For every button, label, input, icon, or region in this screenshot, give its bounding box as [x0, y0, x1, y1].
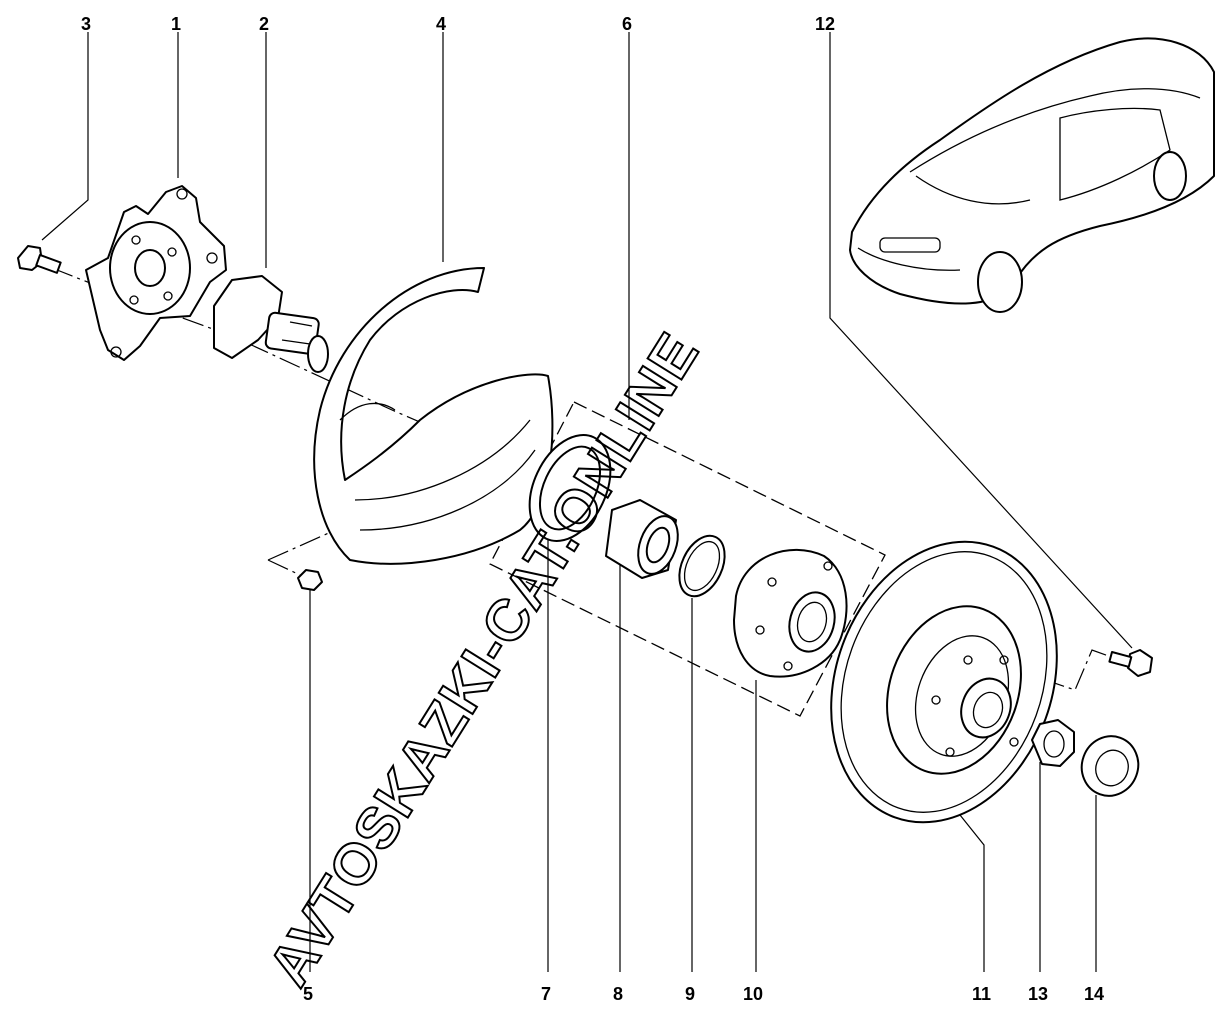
callout-8: 8	[613, 984, 623, 1004]
callout-4: 4	[436, 14, 446, 34]
callout-3: 3	[81, 14, 91, 34]
callout-13: 13	[1028, 984, 1048, 1004]
hub-nut-part	[1031, 719, 1075, 767]
hub-cap-part	[1080, 735, 1140, 797]
callout-9: 9	[685, 984, 695, 1004]
brake-shield-part	[313, 267, 554, 565]
stub-axle-part	[213, 275, 329, 373]
bolt-part	[17, 245, 62, 274]
retaining-ring-part	[678, 534, 726, 598]
callout-12: 12	[815, 14, 835, 34]
hub-part	[733, 548, 848, 678]
callout-5: 5	[303, 984, 313, 1004]
car-sedan-icon	[849, 37, 1215, 313]
callout-14: 14	[1084, 984, 1104, 1004]
guide-screw-part	[1108, 649, 1153, 677]
callout-labels: 3 1 2 4 6 12 5 7 8 9 10 11 13 14	[81, 14, 1104, 1004]
callout-2: 2	[259, 14, 269, 34]
small-bolt-part	[297, 569, 323, 591]
callout-6: 6	[622, 14, 632, 34]
callout-7: 7	[541, 984, 551, 1004]
bearing-part	[605, 499, 679, 579]
seal-ring-part	[528, 434, 612, 542]
brake-disc-part	[830, 540, 1058, 824]
callout-10: 10	[743, 984, 763, 1004]
knuckle-part	[85, 185, 227, 361]
callout-11: 11	[972, 984, 991, 1004]
leader-lines	[41, 32, 1133, 972]
callout-1: 1	[171, 14, 181, 34]
